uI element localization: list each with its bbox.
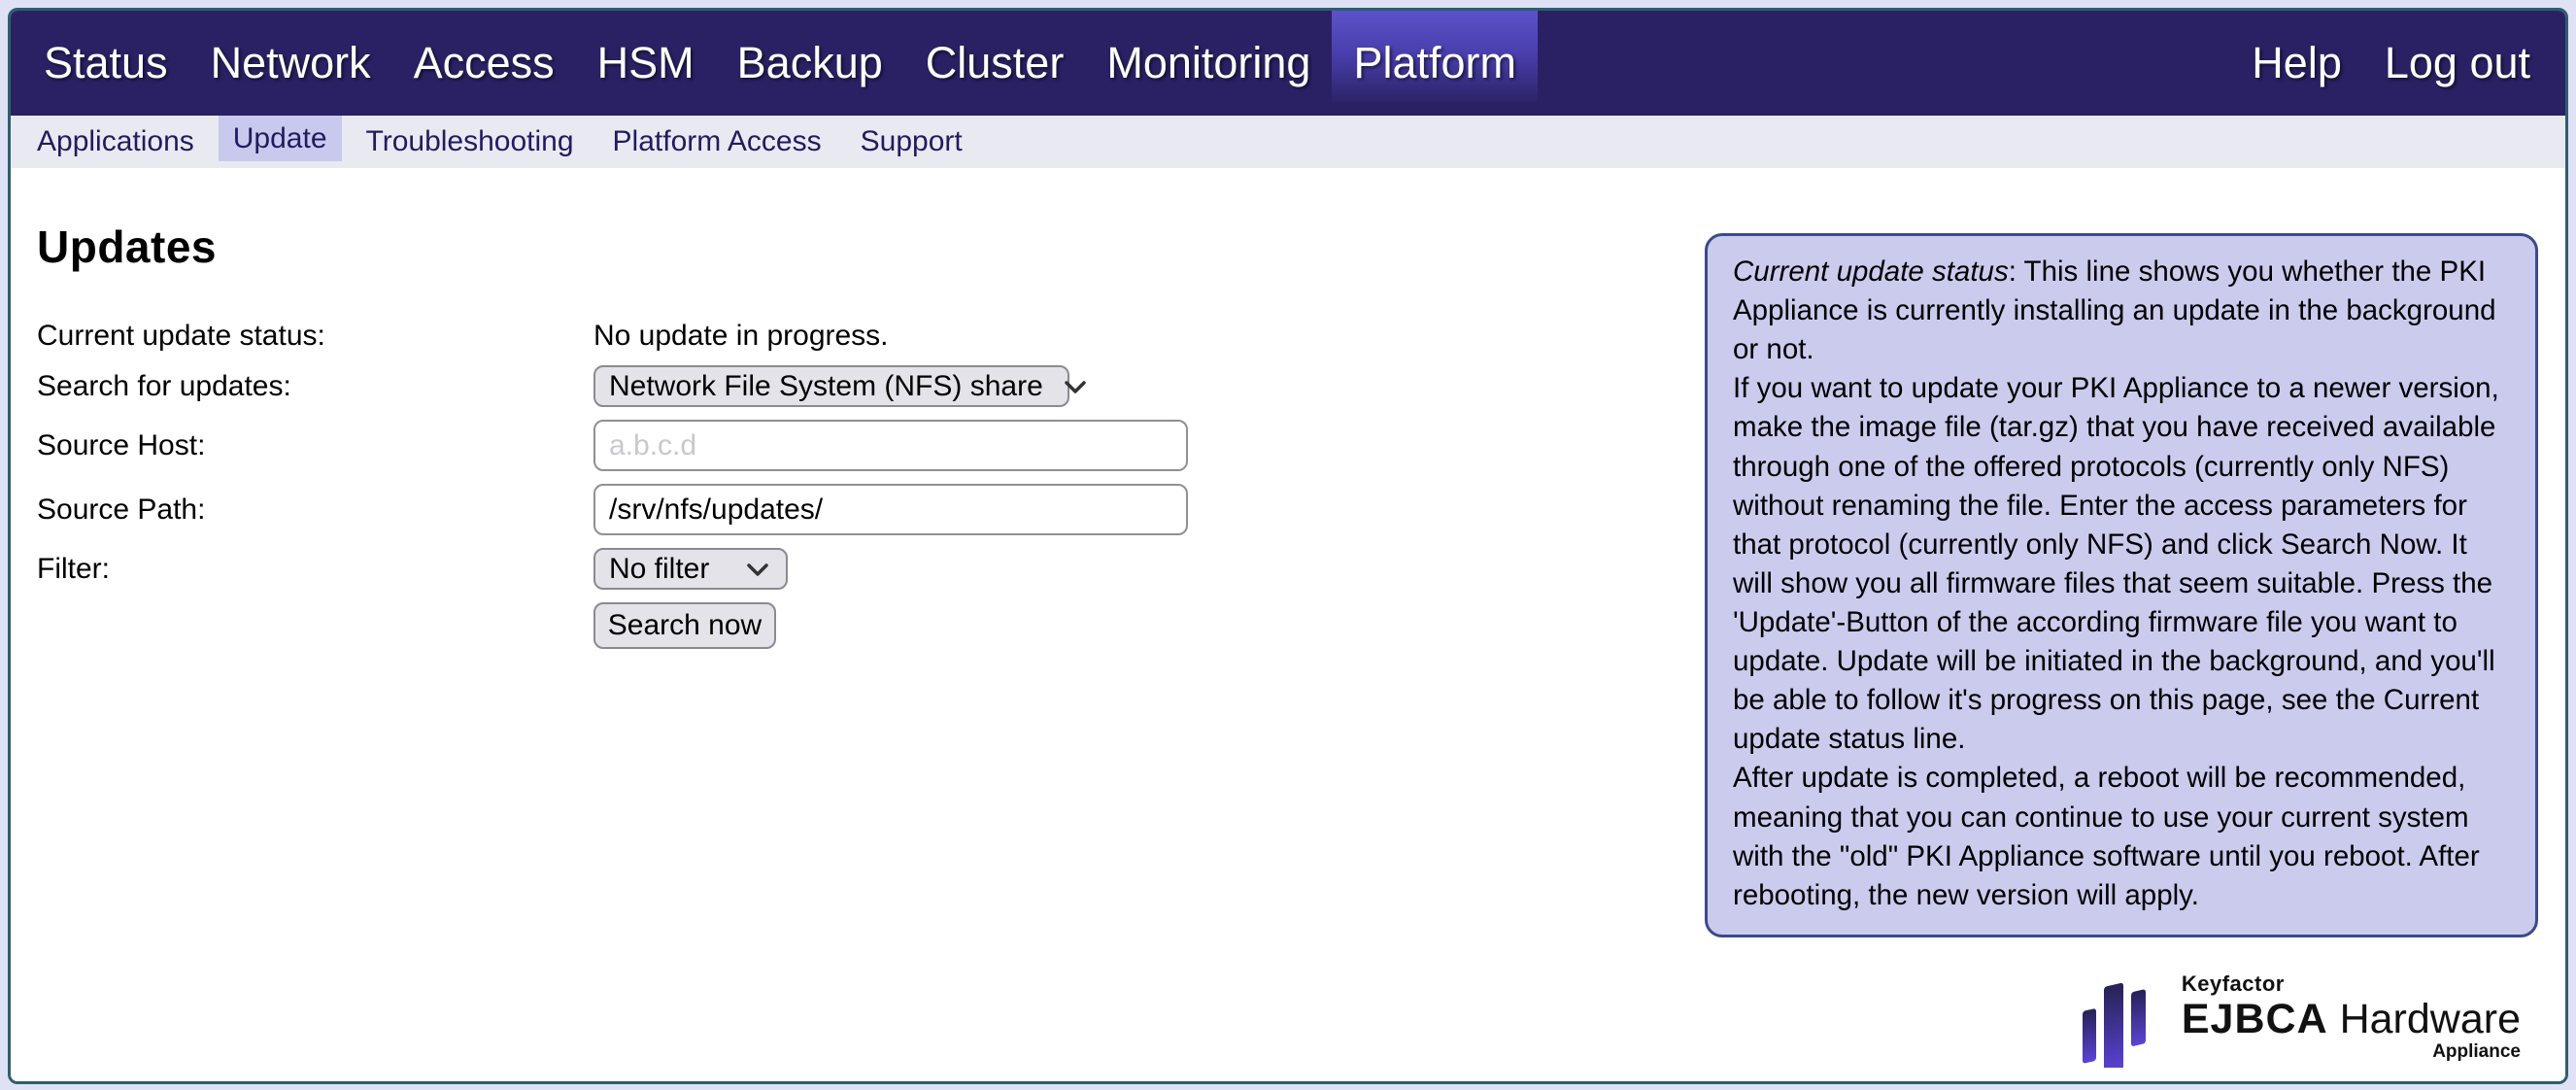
source-host-label: Source Host: (37, 428, 206, 461)
current-update-status-label: Current update status: (37, 320, 325, 352)
nav-item-access[interactable]: Access (413, 38, 555, 87)
nav-spacer (1538, 11, 2230, 116)
nav-item-hsm[interactable]: HSM (596, 38, 695, 87)
logo-subtitle-text: Appliance (2432, 1041, 2521, 1063)
nav-item-help[interactable]: Help (2252, 38, 2342, 87)
sub-navigation: Applications Update Troubleshooting Plat… (11, 116, 2565, 168)
infobox-paragraph-1: Current update status: This line shows y… (1733, 253, 2510, 369)
infobox-lead: Current update status (1733, 255, 2009, 288)
nav-item-network[interactable]: Network (210, 38, 371, 87)
logo-product-text: EJBCA Hardware (2182, 997, 2521, 1041)
chevron-down-icon (1065, 380, 1086, 393)
current-update-status-value: No update in progress. (593, 320, 889, 352)
logo-text: Keyfactor EJBCA Hardware Appliance (2182, 971, 2521, 1063)
keyfactor-ejbca-logo: Keyfactor EJBCA Hardware Appliance (2082, 967, 2521, 1068)
filter-select[interactable]: No filter (593, 548, 788, 590)
source-path-label: Source Path: (37, 493, 206, 526)
filter-selected-value: No filter (609, 552, 710, 585)
nav-item-status[interactable]: Status (44, 38, 168, 87)
update-form: Current update status: No update in prog… (37, 320, 2565, 649)
nav-item-monitoring[interactable]: Monitoring (1106, 38, 1311, 87)
search-protocol-select[interactable]: Network File System (NFS) share (593, 365, 1086, 407)
nav-item-backup[interactable]: Backup (736, 38, 883, 87)
nav-item-cluster[interactable]: Cluster (925, 38, 1065, 87)
page-title: Updates (37, 221, 217, 272)
source-path-input[interactable] (593, 484, 1188, 535)
subnav-item-support[interactable]: Support (860, 125, 963, 157)
search-for-updates-label: Search for updates: (37, 369, 291, 402)
keyfactor-bars-icon (2082, 982, 2146, 1068)
source-host-input[interactable] (593, 420, 1188, 471)
search-now-button[interactable]: Search now (593, 602, 776, 649)
nav-item-logout[interactable]: Log out (2384, 38, 2530, 87)
subnav-item-update[interactable]: Update (218, 116, 342, 161)
nav-item-platform[interactable]: Platform (1332, 11, 1538, 116)
subnav-item-platform-access[interactable]: Platform Access (612, 125, 822, 157)
chevron-down-icon (747, 562, 768, 576)
infobox-paragraph-3: After update is completed, a reboot will… (1733, 762, 2480, 911)
subnav-item-applications[interactable]: Applications (37, 125, 194, 157)
infobox-paragraph-2: If you want to update your PKI Appliance… (1733, 372, 2499, 756)
infobox-paragraph-1-rest: : This line shows you whether the PKI Ap… (1733, 255, 2496, 366)
logo-product-light: Hardware (2339, 995, 2521, 1042)
help-infobox: Current update status: This line shows y… (1705, 233, 2538, 937)
subnav-item-troubleshooting[interactable]: Troubleshooting (365, 125, 574, 157)
app-window: Status Network Access HSM Backup Cluster… (8, 8, 2568, 1084)
filter-label: Filter: (37, 552, 110, 585)
top-navigation: Status Network Access HSM Backup Cluster… (11, 11, 2565, 116)
main-content: Updates Current update status: No update… (11, 168, 2565, 1081)
logo-brand-text: Keyfactor (2181, 971, 2285, 996)
search-protocol-selected-value: Network File System (NFS) share (609, 369, 1043, 402)
logo-product-bold: EJBCA (2181, 995, 2328, 1042)
